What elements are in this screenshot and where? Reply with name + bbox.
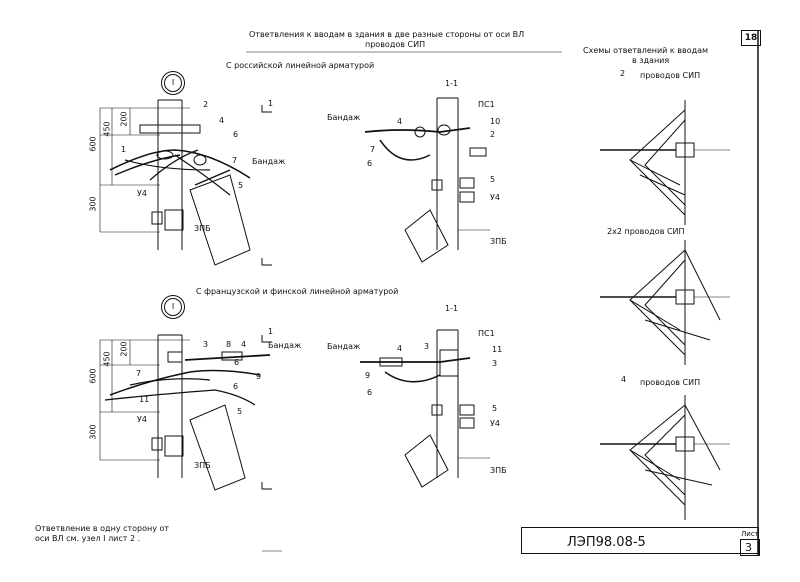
top-middle-assembly bbox=[364, 97, 490, 263]
callout-6-bl: 6 bbox=[234, 358, 240, 367]
bottom-section-title: С французской и финской линейной арматур… bbox=[196, 287, 399, 296]
section-label-bottom: 1-1 bbox=[445, 304, 459, 313]
callout-3-bm: 3 bbox=[424, 342, 430, 351]
callout-2-tm: 2 bbox=[490, 130, 496, 139]
callout-3-bl: 3 bbox=[203, 340, 209, 349]
bottom-left-assembly bbox=[99, 334, 272, 491]
callout-4-bm: 4 bbox=[397, 344, 403, 353]
dim-200-bottom: 200 bbox=[119, 341, 129, 357]
top-section-title: С российской линейной арматурой bbox=[226, 61, 375, 70]
zpb-bl: ЗПБ bbox=[194, 461, 211, 470]
callout-5-bl: 5 bbox=[237, 407, 243, 416]
document-code: ЛЭП98.08-5 bbox=[567, 535, 646, 550]
dim-600-bottom: 600 bbox=[88, 368, 98, 384]
zpb-tl: ЗПБ bbox=[194, 224, 211, 233]
title-line-1: Ответвления к вводам в здания в две разн… bbox=[249, 30, 525, 39]
callout-7-bl: 7 bbox=[136, 369, 142, 378]
callout-2-tl: 2 bbox=[203, 100, 209, 109]
dim-450-bottom: 450 bbox=[102, 351, 112, 367]
scheme-2 bbox=[600, 240, 730, 365]
bandage-bm: Бандаж bbox=[327, 342, 361, 351]
callout-5-bm: 5 bbox=[492, 404, 498, 413]
node-marker-top: I bbox=[161, 71, 185, 95]
dim-600-top: 600 bbox=[88, 136, 98, 152]
callout-6b-bl: 6 bbox=[233, 382, 239, 391]
callout-7-tm: 7 bbox=[370, 145, 376, 154]
bandage-tm: Бандаж bbox=[327, 113, 361, 122]
page-number: 18 bbox=[741, 30, 761, 46]
note-line-2: оси ВЛ см. узел I лист 2 . bbox=[35, 534, 141, 543]
cut-marker-1: 1 bbox=[268, 99, 274, 108]
scheme-1 bbox=[600, 100, 730, 225]
scheme-3-count: 4 bbox=[621, 375, 627, 384]
note-line-1: Ответвление в одну сторону от bbox=[35, 524, 170, 533]
schemes-heading-2: в здания bbox=[632, 56, 670, 65]
callout-4-bl: 4 bbox=[241, 340, 247, 349]
node-marker-bottom: I bbox=[161, 295, 185, 319]
callout-1-tl: 1 bbox=[121, 145, 127, 154]
zpb-bm: ЗПБ bbox=[490, 466, 507, 475]
ps1-tm: ПС1 bbox=[478, 100, 495, 109]
zpb-tm: ЗПБ bbox=[490, 237, 507, 246]
callout-7-tl: 7 bbox=[232, 156, 238, 165]
callout-9-bm: 9 bbox=[365, 371, 371, 380]
callout-9-bl: 9 bbox=[256, 372, 262, 381]
dim-300-top: 300 bbox=[88, 196, 98, 212]
title-block bbox=[521, 527, 759, 554]
dim-300-bottom: 300 bbox=[88, 424, 98, 440]
callout-10-tm: 10 bbox=[490, 117, 501, 126]
bottom-middle-assembly bbox=[360, 329, 490, 488]
top-left-assembly bbox=[99, 99, 272, 266]
callout-5-tm: 5 bbox=[490, 175, 496, 184]
u4-bl: У4 bbox=[137, 415, 147, 424]
callout-8-bl: 8 bbox=[226, 340, 232, 349]
cut-marker-2: 1 bbox=[268, 327, 274, 336]
sheet-label: Лист bbox=[741, 530, 759, 538]
callout-4-tm: 4 bbox=[397, 117, 403, 126]
schemes-heading-1: Схемы ответвлений к вводам bbox=[583, 46, 709, 55]
callout-6-tl: 6 bbox=[233, 130, 239, 139]
callout-11-bm: 11 bbox=[492, 345, 503, 354]
dim-450-top: 450 bbox=[102, 121, 112, 137]
scheme-1-count: 2 bbox=[620, 69, 626, 78]
callout-5-tl: 5 bbox=[238, 181, 244, 190]
u4-tm: У4 bbox=[490, 193, 500, 202]
ps1-bm: ПС1 bbox=[478, 329, 495, 338]
scheme-3 bbox=[600, 395, 730, 520]
callout-4-tl: 4 bbox=[219, 116, 225, 125]
u4-bm: У4 bbox=[490, 419, 500, 428]
title-line-2: проводов СИП bbox=[365, 40, 426, 49]
sheet-number: 3 bbox=[745, 541, 752, 554]
bandage-bl: Бандаж bbox=[268, 341, 302, 350]
callout-3b-bm: 3 bbox=[492, 359, 498, 368]
scheme-2-label: 2х2 проводов СИП bbox=[607, 227, 685, 236]
sheet-box bbox=[740, 539, 760, 556]
bandage-tl: Бандаж bbox=[252, 157, 286, 166]
callout-6-bm: 6 bbox=[367, 388, 373, 397]
callout-11-bl: 11 bbox=[139, 395, 150, 404]
u4-tl: У4 bbox=[137, 189, 147, 198]
section-label-top: 1-1 bbox=[445, 79, 459, 88]
scheme-1-label: проводов СИП bbox=[640, 71, 701, 80]
callout-6-tm: 6 bbox=[367, 159, 373, 168]
dim-200-top: 200 bbox=[119, 111, 129, 127]
scheme-3-label: проводов СИП bbox=[640, 378, 701, 387]
